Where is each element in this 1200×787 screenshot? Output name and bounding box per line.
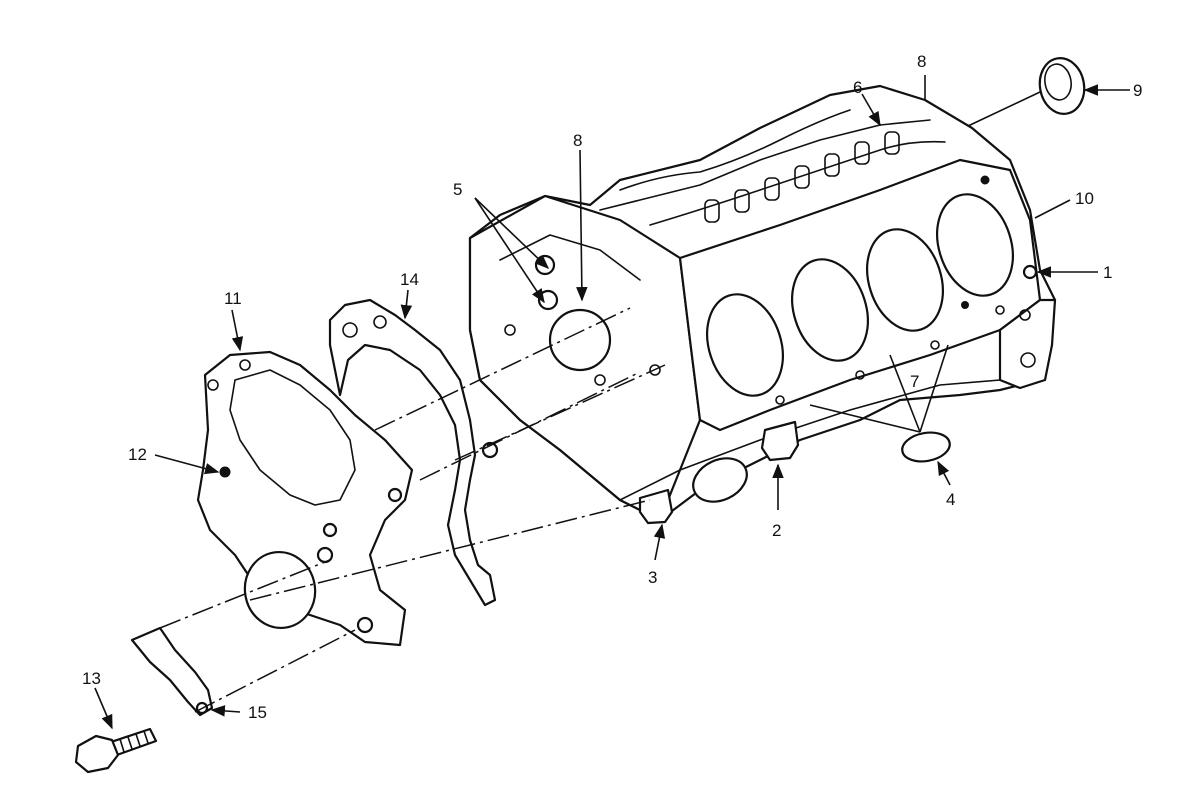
callout-5: 5	[453, 180, 462, 199]
leader-lines	[94, 75, 1130, 730]
callout-7: 7	[910, 372, 919, 391]
engine-block	[468, 84, 1057, 525]
callout-14: 14	[400, 270, 419, 289]
timing-front-cover	[196, 350, 414, 647]
callout-12: 12	[128, 445, 147, 464]
plug-1	[1022, 264, 1038, 280]
bolt-13	[74, 727, 158, 774]
callout-8-top: 8	[917, 52, 926, 71]
callout-2: 2	[772, 521, 781, 540]
callout-10: 10	[1075, 189, 1094, 208]
cylinder-bores	[706, 193, 1014, 397]
callout-15: 15	[248, 703, 267, 722]
callout-11: 11	[224, 289, 242, 308]
callout-3: 3	[648, 568, 657, 587]
callout-13: 13	[82, 669, 101, 688]
callout-6: 6	[853, 78, 862, 97]
callout-8-front: 8	[573, 131, 582, 150]
callout-1: 1	[1103, 263, 1112, 282]
callout-4: 4	[946, 490, 955, 509]
expansion-plug-4	[901, 431, 951, 463]
front-cover-gasket	[328, 298, 497, 607]
alignment-lines	[159, 307, 666, 713]
expansion-plug-9	[1038, 57, 1086, 115]
lifter-bosses	[704, 131, 900, 223]
callout-9: 9	[1133, 81, 1142, 100]
bracket-15	[130, 626, 214, 717]
